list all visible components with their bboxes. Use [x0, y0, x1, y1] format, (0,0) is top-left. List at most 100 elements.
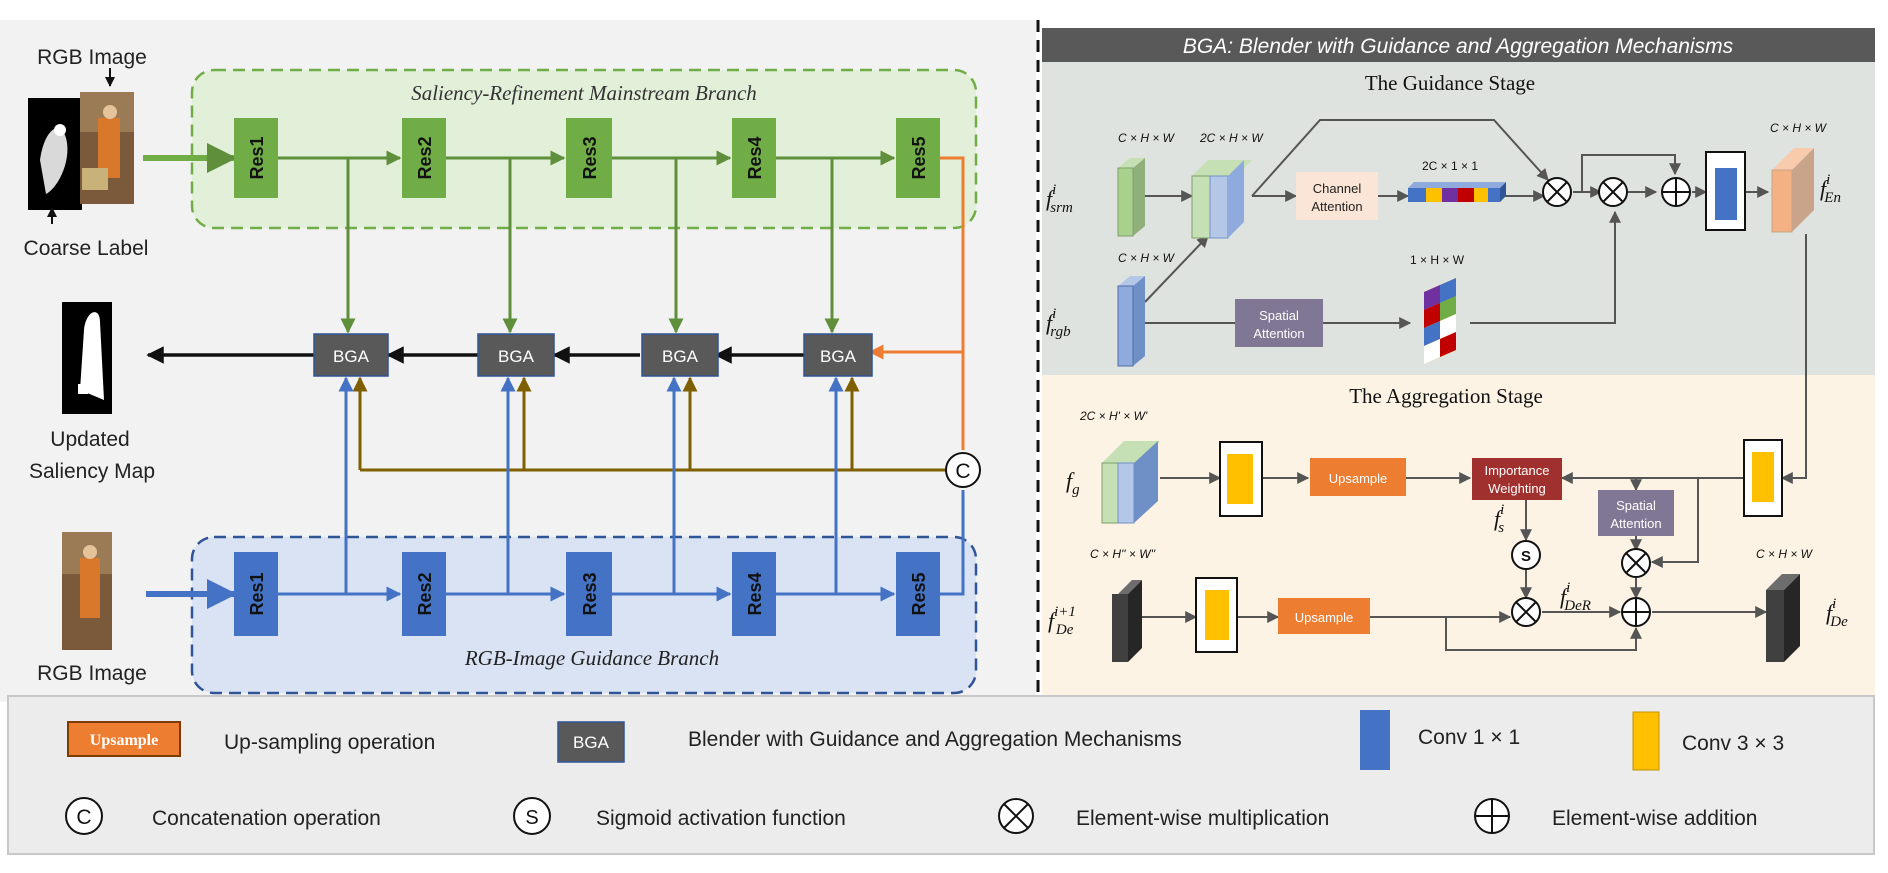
svg-text:Res1: Res1 [247, 572, 267, 615]
dim-label-concat: 2C × H × W [1199, 131, 1264, 145]
svg-text:BGA: BGA [498, 347, 535, 366]
agg-upsample-bottom-label: Upsample [1295, 610, 1354, 625]
agg-conv3x3-top [1219, 441, 1263, 517]
f-de-cube [1766, 574, 1800, 662]
guidance-stage-bg [1042, 62, 1875, 375]
input-coarse-label: Coarse Label [24, 237, 149, 260]
concat-cube [1191, 160, 1252, 239]
guidance-conv1x1 [1705, 151, 1746, 231]
spatial-attention-g-line1: Spatial [1259, 308, 1299, 323]
spatial-attention-box-aggregation [1598, 490, 1674, 536]
dim-label-fg: 2C × H' × W' [1079, 409, 1148, 423]
concat-node: C [945, 452, 981, 488]
legend-concat-desc: Concatenation operation [152, 807, 381, 830]
legend-conv1x1: Conv 1 × 1 [1360, 710, 1520, 770]
svg-text:Upsample: Upsample [90, 732, 158, 749]
guidance-mult-1 [1542, 177, 1572, 207]
agg-mult-spatial [1621, 548, 1651, 578]
channel-weight-vector [1408, 182, 1506, 202]
svg-text:Res4: Res4 [745, 136, 765, 179]
agg-upsample-top-label: Upsample [1329, 471, 1388, 486]
spatial-attention-a-line1: Spatial [1616, 498, 1656, 513]
f-en-cube [1771, 148, 1814, 233]
svg-text:C: C [76, 806, 91, 829]
svg-text:Conv 3 × 3: Conv 3 × 3 [1682, 732, 1784, 755]
agg-conv3x3-right [1743, 439, 1783, 517]
bottom-rgb-label: RGB Image [37, 662, 147, 685]
legend-multiplication: Element-wise multiplication [998, 798, 1329, 834]
svg-text:BGA: BGA [573, 733, 610, 752]
importance-line2: Weighting [1488, 481, 1546, 496]
bottom-rgb-image [62, 532, 112, 650]
bga-block-1: BGA [313, 333, 389, 377]
legend-upsample-desc: Up-sampling operation [224, 731, 435, 754]
coarse-label-image [28, 98, 82, 210]
svg-text:Element-wise addition: Element-wise addition [1552, 807, 1757, 830]
svg-text:Res5: Res5 [909, 572, 929, 615]
agg-upsample-top [1310, 458, 1406, 496]
bga-block-2: BGA [477, 333, 555, 377]
dim-label-channel-vector: 2C × 1 × 1 [1422, 159, 1478, 173]
srm-res2-block: Res2 [402, 118, 446, 198]
importance-weighting-box [1472, 458, 1562, 500]
input-rgb-image [80, 92, 134, 204]
svg-text:S: S [1521, 548, 1531, 565]
dim-label-spatial-map: 1 × H × W [1410, 253, 1465, 267]
agg-mult-main [1511, 597, 1541, 627]
bga-blocks: BGA BGA BGA BGA [313, 333, 873, 377]
sigmoid-node: S [1511, 540, 1541, 570]
importance-line1: Importance [1484, 463, 1549, 478]
srm-res-blocks: Res1 Res2 Res3 Res4 Res5 [234, 118, 940, 198]
guidance-add [1661, 177, 1691, 207]
svg-text:Res2: Res2 [415, 136, 435, 179]
guidance-mult-2 [1598, 177, 1628, 207]
legend-sigmoid: S Sigmoid activation function [513, 797, 846, 835]
rgb-res1-block: Res1 [234, 552, 278, 636]
rgb-res2-block: Res2 [402, 552, 446, 636]
legend-addition: Element-wise addition [1474, 798, 1757, 834]
f-srm-cube [1117, 158, 1145, 237]
channel-attention-line1: Channel [1313, 181, 1362, 196]
svg-text:Res4: Res4 [745, 572, 765, 615]
dim-label-fen: C × H × W [1770, 121, 1828, 135]
guidance-stage-title: The Guidance Stage [1365, 71, 1535, 95]
svg-text:Res2: Res2 [415, 572, 435, 615]
srm-res3-block: Res3 [566, 118, 612, 198]
agg-add [1621, 597, 1651, 627]
svg-text:Element-wise multiplication: Element-wise multiplication [1076, 807, 1329, 830]
f-de-next-cube [1112, 580, 1142, 662]
svg-text:S: S [525, 807, 538, 829]
spatial-attention-box-guidance [1235, 299, 1323, 347]
legend-sigmoid-desc: Sigmoid activation function [596, 807, 846, 830]
svg-text:BGA: BGA [820, 347, 857, 366]
bga-block-4: BGA [803, 333, 873, 377]
rgb-branch-title: RGB-Image Guidance Branch [464, 646, 719, 670]
rgb-res5-block: Res5 [896, 552, 940, 636]
channel-attention-box [1296, 172, 1378, 220]
bga-title-bar [1042, 28, 1875, 62]
svg-text:C: C [955, 460, 970, 483]
bga-title: BGA: Blender with Guidance and Aggregati… [1183, 35, 1734, 58]
agg-conv3x3-bottom [1195, 577, 1238, 653]
spatial-attention-g-line2: Attention [1253, 326, 1304, 341]
bga-block-3: BGA [641, 333, 719, 377]
spatial-attention-a-line2: Attention [1610, 516, 1661, 531]
svg-text:Res3: Res3 [580, 136, 600, 179]
output-label-line2: Saliency Map [29, 460, 155, 483]
legend-panel [7, 695, 1875, 855]
srm-branch-title: Saliency-Refinement Mainstream Branch [411, 81, 757, 105]
dim-label-frgb: C × H × W [1118, 251, 1176, 265]
input-rgb-label: RGB Image [37, 46, 147, 69]
rgb-res3-block: Res3 [566, 552, 612, 636]
spatial-weight-map [1424, 278, 1456, 364]
legend-bga-desc: Blender with Guidance and Aggregation Me… [688, 728, 1182, 751]
rgb-res-blocks: Res1 Res2 Res3 Res4 Res5 [234, 552, 940, 636]
